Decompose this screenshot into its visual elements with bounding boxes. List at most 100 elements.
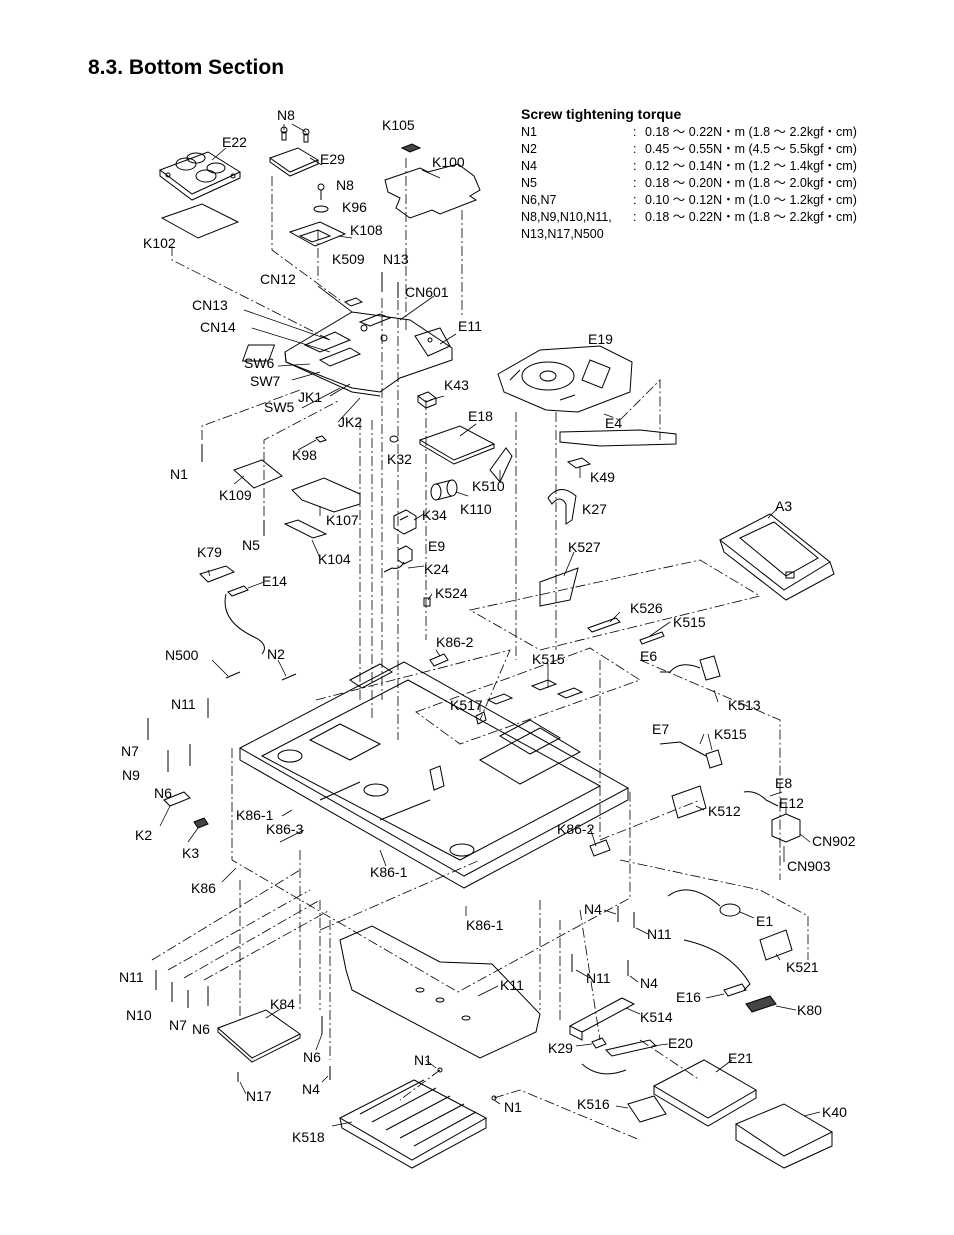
part-k79 — [199, 565, 236, 583]
part-k24 — [383, 561, 405, 573]
torque-value: 0.18 ～ 0.22N・m (1.8 ～ 2.2kgf・cm) — [645, 125, 857, 139]
torque-colon: : — [633, 159, 637, 173]
part-k521 — [759, 929, 793, 961]
torque-screw: N8,N9,N10,N11, — [521, 210, 612, 224]
alignment-lines — [151, 158, 809, 1141]
part-k49 — [566, 457, 592, 469]
part-k517 — [475, 711, 487, 725]
part-k527 — [539, 567, 579, 607]
torque-colon: : — [633, 142, 637, 156]
part-label: N6 — [154, 785, 172, 801]
part-label: K34 — [422, 507, 447, 523]
part-e21 — [652, 1059, 757, 1119]
part-k11 — [339, 925, 541, 1059]
part-label: E14 — [262, 573, 287, 589]
part-label: K80 — [797, 1002, 822, 1018]
part-label: K86-3 — [266, 821, 304, 837]
torque-row: N4:0.12 ～ 0.14N・m (1.2 ～ 1.4kgf・cm) — [521, 158, 857, 175]
part-k29 — [591, 1037, 607, 1049]
part-k107 — [291, 477, 361, 513]
page-title: 8.3. Bottom Section — [88, 56, 285, 79]
part-label: K29 — [548, 1040, 573, 1056]
torque-value: 0.18 ～ 0.22N・m (1.8 ～ 2.2kgf・cm) — [645, 210, 857, 224]
part-label: K107 — [326, 512, 359, 528]
part-k98 — [315, 435, 327, 443]
part-k100 — [384, 163, 481, 219]
part-k514 — [568, 997, 636, 1041]
part-label: K27 — [582, 501, 607, 517]
screw-n8 — [317, 183, 325, 191]
part-label: K98 — [292, 447, 317, 463]
part-label: K79 — [197, 544, 222, 560]
part-k27 — [547, 489, 577, 525]
part-label: E6 — [640, 648, 657, 664]
part-k96 — [313, 205, 329, 213]
part-k102 — [160, 203, 240, 239]
part-k109 — [233, 459, 283, 489]
part-label: JK2 — [338, 414, 362, 430]
part-label: E19 — [588, 331, 613, 347]
part-k105 — [400, 143, 422, 153]
part-label: K100 — [432, 154, 465, 170]
part-label: K96 — [342, 199, 367, 215]
part-k32 — [389, 435, 399, 443]
part-label: K515 — [673, 614, 706, 630]
part-e14 — [227, 585, 249, 597]
part-label: K105 — [382, 117, 415, 133]
torque-row: N6,N7:0.10 ～ 0.12N・m (1.0 ～ 1.2kgf・cm) — [521, 192, 857, 209]
part-e29 — [268, 126, 320, 177]
part-k80 — [745, 995, 777, 1013]
part-label: N7 — [169, 1017, 187, 1033]
part-label: K513 — [728, 697, 761, 713]
part-label: SW6 — [244, 355, 275, 371]
part-label: E9 — [428, 538, 445, 554]
part-label: E8 — [775, 775, 792, 791]
part-k86-2b — [589, 839, 611, 857]
part-label: A3 — [775, 498, 792, 514]
part-e18 — [418, 425, 496, 461]
part-k34 — [393, 509, 417, 535]
part-label: K86 — [191, 880, 216, 896]
part-k515 — [486, 679, 584, 705]
torque-value: 0.45 ～ 0.55N・m (4.5 ～ 5.5kgf・cm) — [645, 142, 857, 156]
part-label: K86-2 — [557, 821, 595, 837]
part-label: N1 — [414, 1052, 432, 1068]
part-label: E4 — [605, 415, 622, 431]
torque-row: N8,N9,N10,N11,:0.18 ～ 0.22N・m (1.8 ～ 2.2… — [521, 209, 857, 226]
part-label: K86-1 — [466, 917, 504, 933]
part-label: N8 — [336, 177, 354, 193]
part-label: K11 — [500, 977, 524, 993]
part-label: N1 — [170, 466, 188, 482]
part-label: N11 — [171, 696, 196, 712]
torque-colon: : — [633, 193, 637, 207]
part-label: CN12 — [260, 271, 296, 287]
leader-lines — [159, 123, 821, 1127]
part-e8 — [743, 791, 779, 807]
part-label: K516 — [577, 1096, 610, 1112]
part-e20 — [605, 1039, 657, 1057]
part-label: CN902 — [812, 833, 856, 849]
part-k86-2 — [429, 653, 449, 667]
part-label: N11 — [647, 926, 672, 942]
part-label: N11 — [586, 970, 611, 986]
part-k510 — [489, 447, 513, 483]
part-label: N17 — [246, 1088, 272, 1104]
part-label: K108 — [350, 222, 383, 238]
bottom-case — [238, 661, 630, 889]
part-label: E12 — [779, 795, 804, 811]
part-label: JK1 — [298, 389, 322, 405]
part-label: E20 — [668, 1035, 693, 1051]
torque-screw: N4 — [521, 159, 537, 173]
part-label: N500 — [165, 647, 199, 663]
torque-value: 0.18 ～ 0.20N・m (1.8 ～ 2.0kgf・cm) — [645, 176, 857, 190]
part-label: K49 — [590, 469, 615, 485]
part-label: K43 — [444, 377, 469, 393]
torque-row: N1:0.18 ～ 0.22N・m (1.8 ～ 2.2kgf・cm) — [521, 124, 857, 141]
part-label: K86-2 — [436, 634, 474, 650]
part-label: K512 — [708, 803, 741, 819]
part-label: CN601 — [405, 284, 449, 300]
part-e6 — [699, 655, 721, 681]
part-label: E7 — [652, 721, 669, 737]
torque-table: Screw tightening torque N1:0.18 ～ 0.22N・… — [521, 106, 857, 243]
